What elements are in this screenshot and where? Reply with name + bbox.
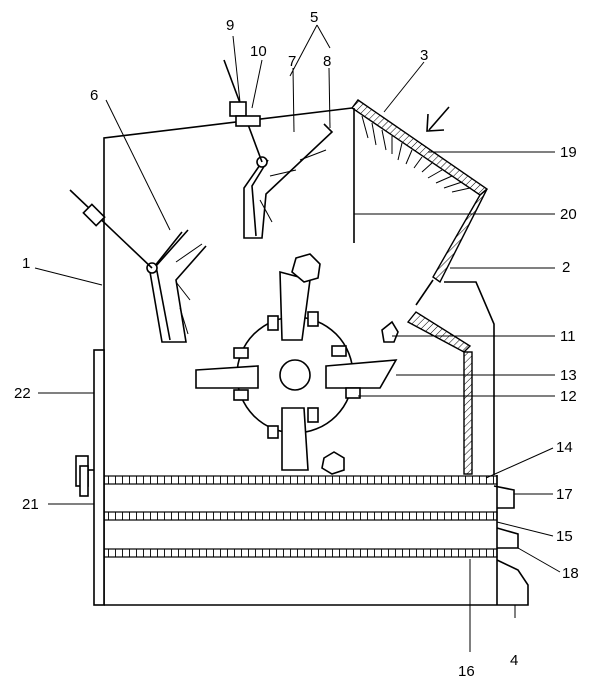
material-lumps — [291, 253, 399, 475]
feed-hopper — [350, 99, 489, 353]
label-13: 13 — [560, 367, 577, 384]
label-15: 15 — [556, 528, 573, 545]
impact-plate-upper — [223, 59, 334, 239]
label-9: 9 — [226, 17, 234, 34]
label-19: 19 — [560, 144, 577, 161]
leader-lines — [34, 24, 561, 652]
label-4: 4 — [510, 652, 518, 669]
label-21: 21 — [22, 496, 39, 513]
label-11: 11 — [560, 328, 576, 345]
label-7: 7 — [288, 53, 296, 70]
left-door — [75, 349, 105, 606]
rotor — [195, 270, 398, 471]
label-22: 22 — [14, 385, 31, 402]
feed-arrow-icon — [426, 106, 450, 132]
label-6: 6 — [90, 87, 98, 104]
label-12: 12 — [560, 388, 577, 405]
label-17: 17 — [556, 486, 573, 503]
label-5: 5 — [310, 9, 318, 26]
label-1: 1 — [22, 255, 30, 272]
label-2: 2 — [562, 259, 570, 276]
label-14: 14 — [556, 439, 573, 456]
side-column — [444, 281, 495, 475]
outlet-chutes — [493, 485, 529, 606]
label-8: 8 — [323, 53, 331, 70]
label-3: 3 — [420, 47, 428, 64]
label-16: 16 — [458, 663, 475, 680]
part-labels: 1 2 3 4 5 6 7 8 9 10 11 12 13 14 15 16 1… — [14, 9, 579, 680]
impact-plate-lower — [69, 189, 207, 343]
label-10: 10 — [250, 43, 267, 60]
bristle-lining — [361, 115, 471, 193]
label-20: 20 — [560, 206, 577, 223]
label-18: 18 — [562, 565, 579, 582]
screen-decks — [103, 475, 498, 558]
